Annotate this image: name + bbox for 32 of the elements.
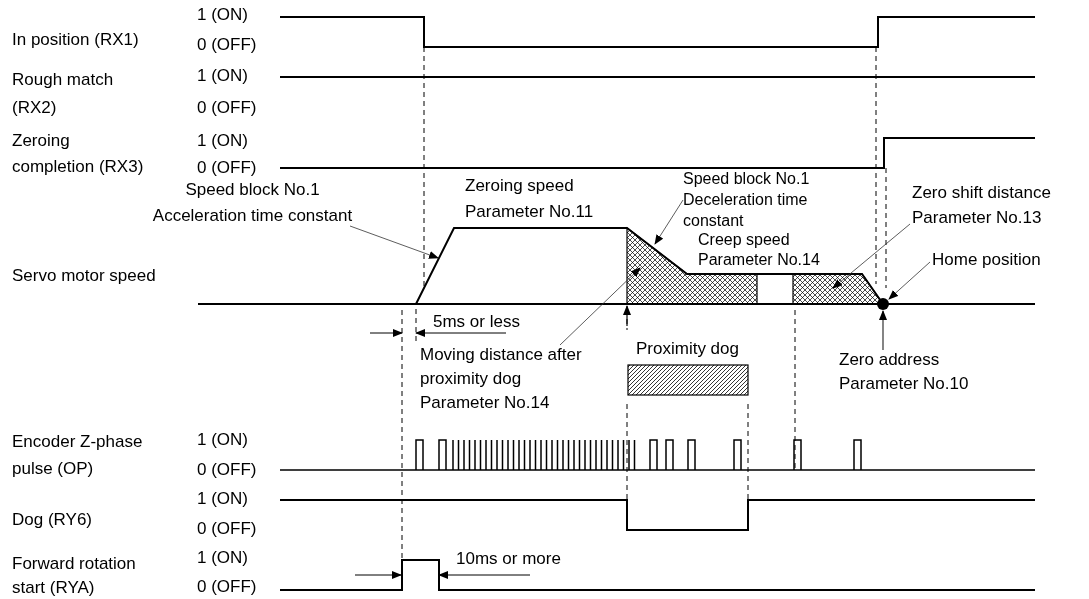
callout-text: Moving distance after proximity dog Parameter No.14: [420, 343, 598, 415]
level-label: 1 (ON): [197, 488, 249, 510]
signal-name: Dog (RY6): [12, 509, 93, 531]
level-label: 0 (OFF): [197, 97, 258, 119]
signal-name: Encoder Z-phase pulse (OP): [12, 431, 144, 480]
level-label: 1 (ON): [197, 4, 249, 26]
signal-name: Zeroing completion (RX3): [12, 130, 145, 178]
level-label: 0 (OFF): [197, 459, 258, 481]
level-label: 0 (OFF): [197, 576, 258, 598]
level-label: 1 (ON): [197, 65, 249, 87]
level-label: 0 (OFF): [197, 34, 258, 56]
callout-text: Zero address Parameter No.10: [839, 348, 989, 396]
bar-label: Proximity dog: [636, 338, 739, 360]
callout-text: Home position: [932, 247, 1082, 272]
signal-name: Rough match (RX2): [12, 69, 115, 119]
level-label: 1 (ON): [197, 130, 249, 152]
callout-text: Zero shift distance Parameter No.13: [912, 180, 1089, 230]
callout-text: Speed block No.1 Deceleration time constant: [683, 168, 853, 231]
signal-name: Servo motor speed: [12, 265, 157, 287]
home-position-dot: [877, 298, 889, 310]
leader-line: [879, 310, 887, 351]
dimension-label: 5ms or less: [433, 311, 521, 333]
dimension-label: 10ms or more: [456, 548, 562, 570]
level-label: 0 (OFF): [197, 157, 258, 179]
annotation-text: Creep speed Parameter No.14: [698, 230, 821, 270]
signal-name: In position (RX1): [12, 29, 140, 51]
annotation-text: Zeroing speed Parameter No.11: [465, 175, 595, 223]
level-label: 1 (ON): [197, 547, 249, 569]
callout-text: Speed block No.1 Acceleration time constant: [145, 177, 360, 229]
level-label: 0 (OFF): [197, 518, 258, 540]
level-label: 1 (ON): [197, 429, 249, 451]
signal-name: Forward rotation start (RYA): [12, 553, 137, 599]
